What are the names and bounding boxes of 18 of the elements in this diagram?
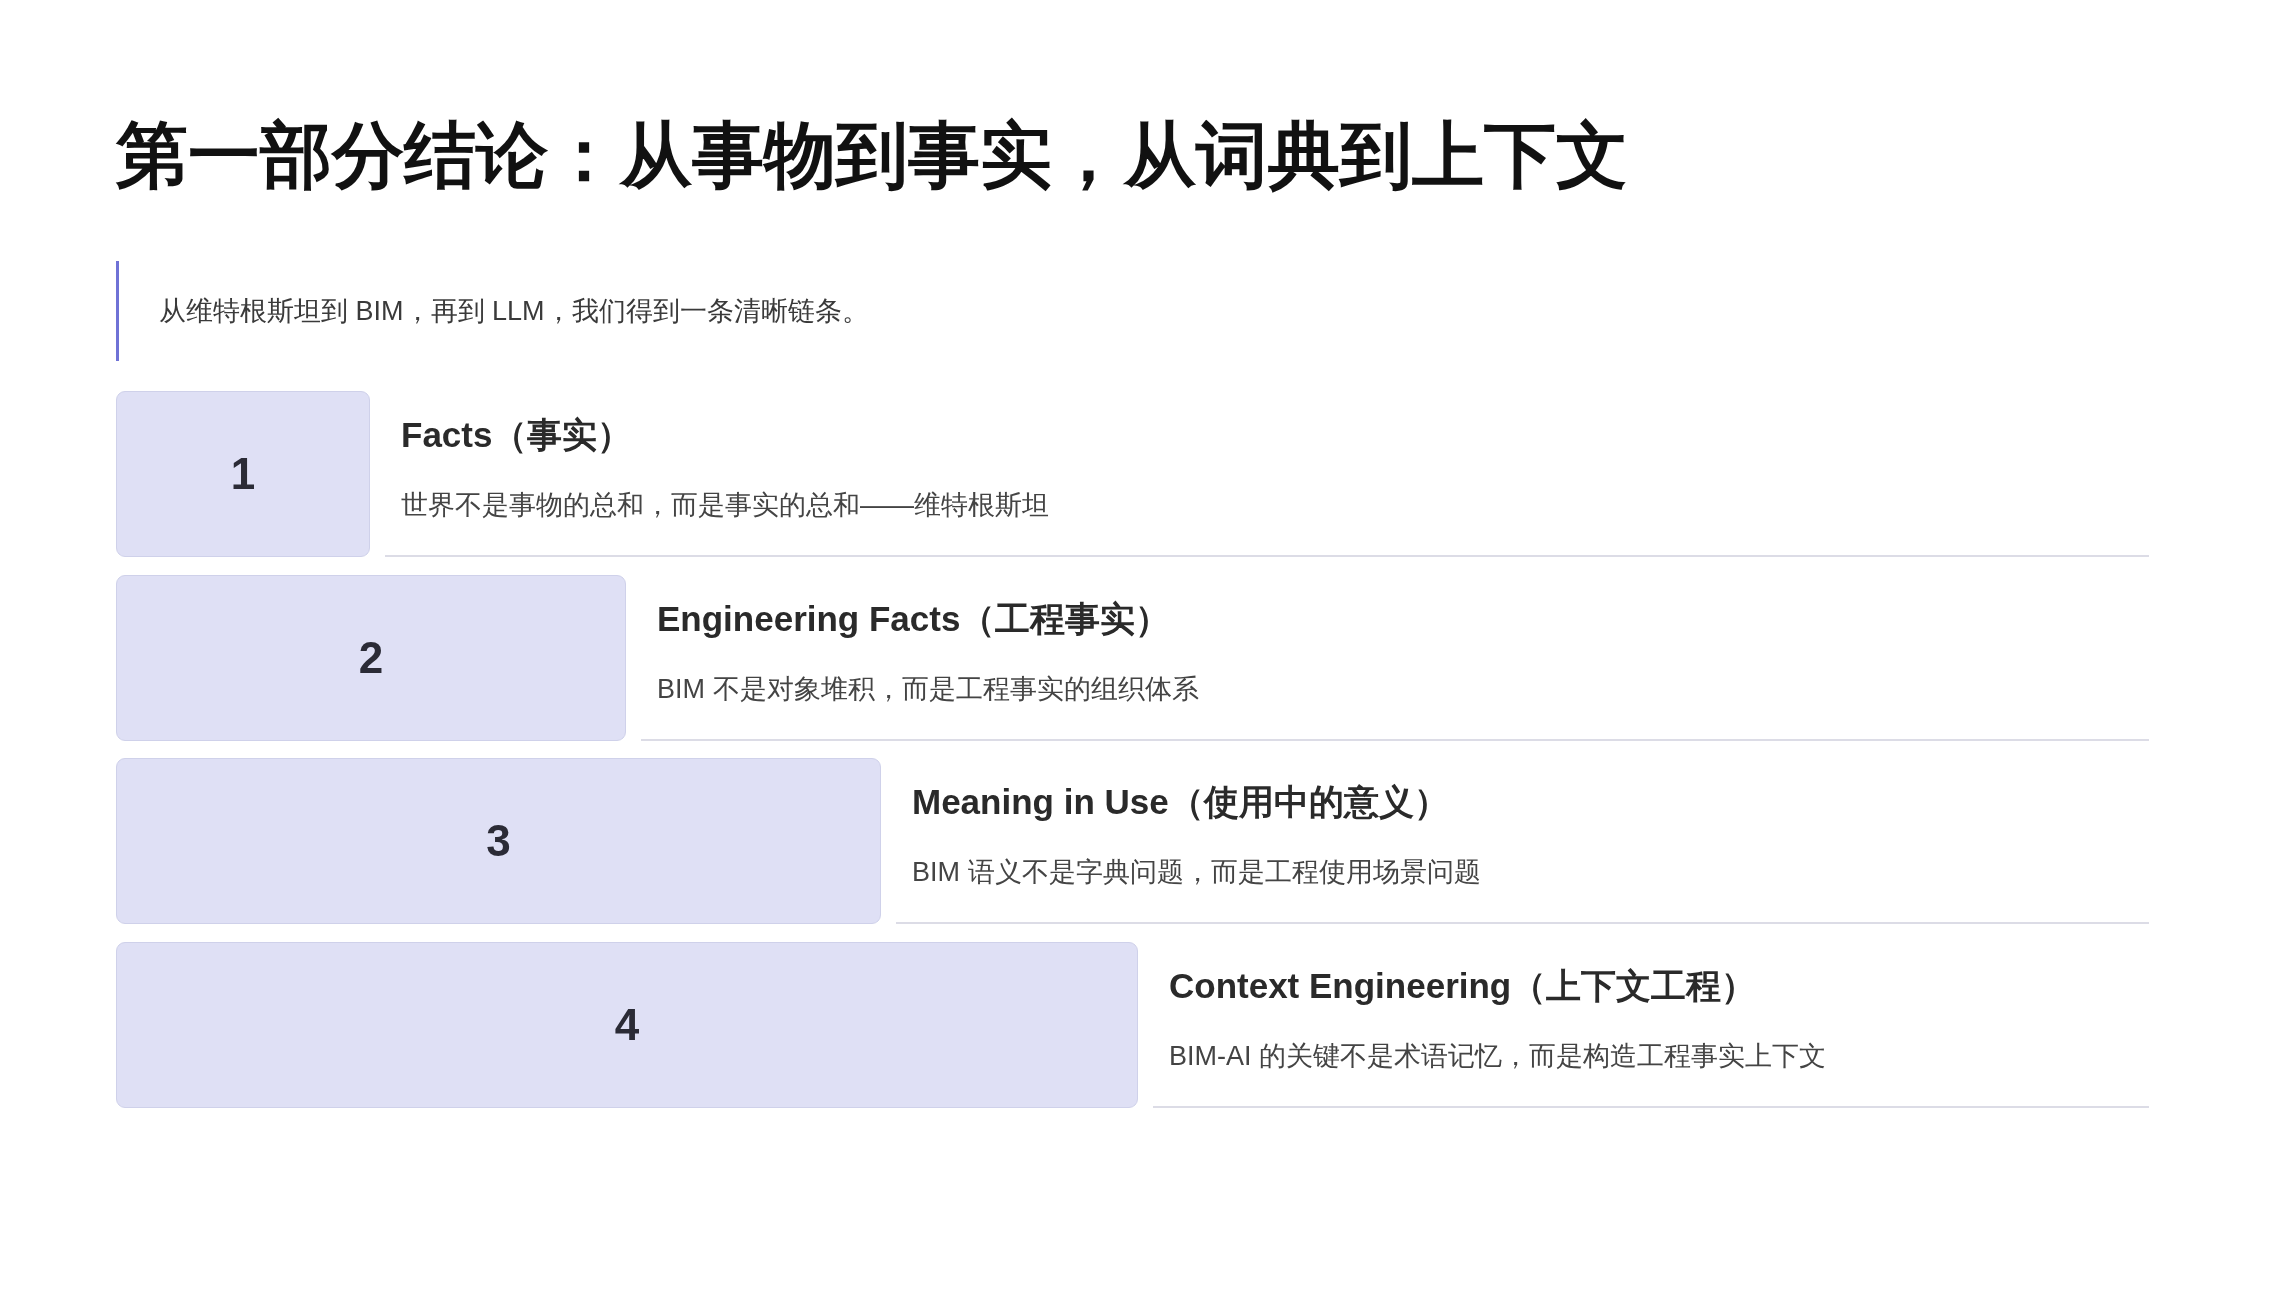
step-number: 2 [358,636,384,680]
step-number: 4 [614,1003,640,1047]
step-number: 3 [486,819,511,863]
step-heading: Context Engineering（上下文工程） [1169,965,1757,1007]
step-description: BIM-AI 的关键不是术语记忆，而是构造工程事实上下文 [1169,1040,1826,1073]
step-box [116,758,881,924]
step-heading: Facts（事实） [401,414,633,456]
slide-title: 第一部分结论：从事物到事实，从词典到上下文 [116,114,1628,197]
step-number: 1 [230,452,256,496]
step-description: BIM 不是对象堆积，而是工程事实的组织体系 [657,673,1199,706]
step-box [116,391,370,557]
step-description: BIM 语义不是字典问题，而是工程使用场景问题 [912,856,1481,889]
step-box [116,942,1138,1108]
step-heading: Engineering Facts（工程事实） [657,598,1171,640]
step-description: 世界不是事物的总和，而是事实的总和——维特根斯坦 [401,489,1049,522]
step-box [116,575,626,741]
step-heading: Meaning in Use（使用中的意义） [912,781,1449,823]
quote-text: 从维特根斯坦到 BIM，再到 LLM，我们得到一条清晰链条。 [116,261,869,362]
